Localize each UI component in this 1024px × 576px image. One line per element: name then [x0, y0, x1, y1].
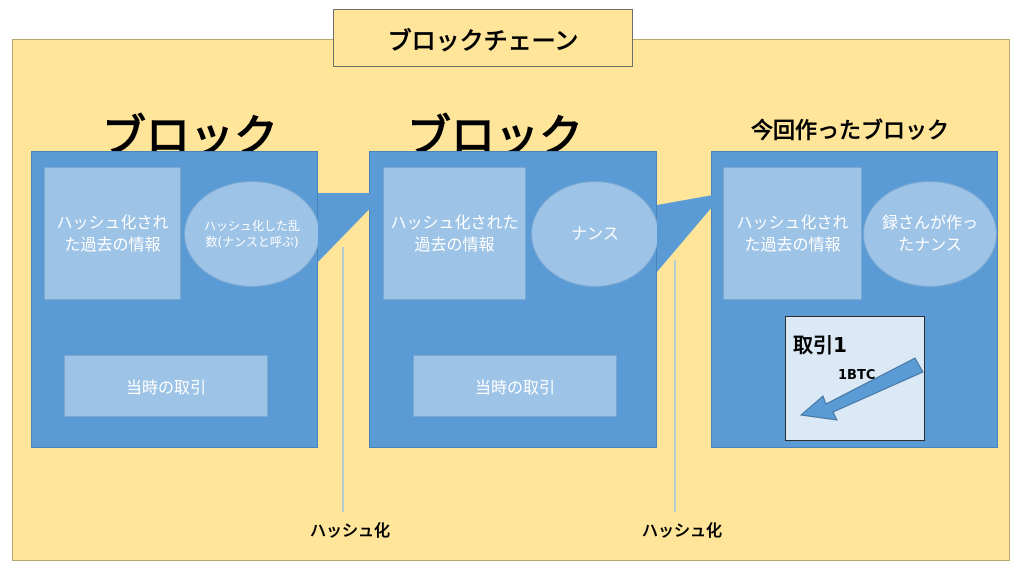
block-2-tx-text: 当時の取引	[474, 378, 555, 397]
block-1-nonce-text: ハッシュ化した乱数(ナンスと呼ぶ)	[203, 219, 300, 249]
block-2-nonce: ナンス	[531, 181, 659, 287]
block-1-hash-box: ハッシュ化された過去の情報	[44, 167, 181, 300]
block-1-tx-text: 当時の取引	[125, 378, 206, 397]
trade-amount: 1BTC	[838, 368, 876, 383]
block-2-hash-text: ハッシュ化された過去の情報	[390, 212, 519, 254]
block-3-hash-box: ハッシュ化された過去の情報	[723, 167, 862, 300]
block-3-nonce: 録さんが作ったナンス	[863, 181, 997, 287]
hash-label-1: ハッシュ化	[310, 521, 391, 540]
block-1-transactions: 当時の取引	[64, 355, 268, 417]
hash-pointer-1	[318, 193, 385, 262]
block-2-hash-box: ハッシュ化された過去の情報	[383, 167, 526, 300]
block-3-hash-text: ハッシュ化された過去の情報	[736, 212, 849, 254]
hash-label-2: ハッシュ化	[642, 521, 723, 540]
trade-title: 取引1	[793, 333, 847, 357]
block-1-nonce: ハッシュ化した乱数(ナンスと呼ぶ)	[184, 181, 320, 287]
block-1-hash-text: ハッシュ化された過去の情報	[56, 212, 169, 254]
block-2-nonce-text: ナンス	[571, 224, 619, 243]
diagram-title: ブロックチェーン	[333, 9, 633, 67]
block-3-nonce-text: 録さんが作ったナンス	[882, 213, 979, 254]
transfer-arrow-icon	[799, 357, 924, 421]
trade-box	[785, 316, 925, 441]
hash-pointer-2	[657, 193, 724, 272]
block-3-heading: 今回作ったブロック	[750, 119, 949, 144]
block-2-transactions: 当時の取引	[413, 355, 617, 417]
